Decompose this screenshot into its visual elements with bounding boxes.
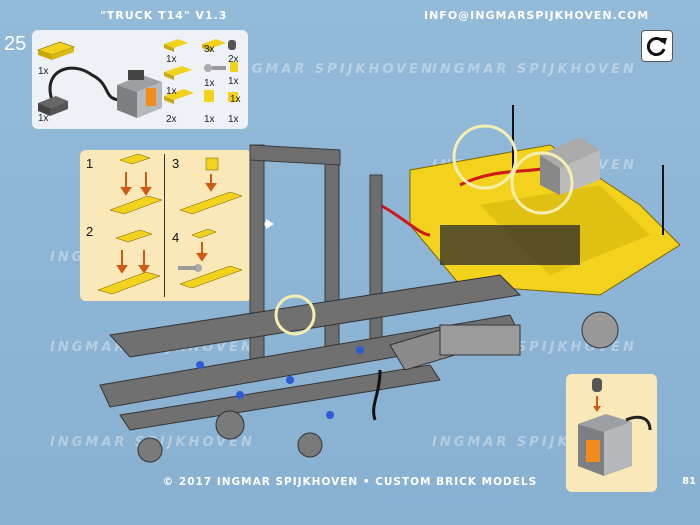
panel-divider: [164, 154, 165, 297]
substep-number: 3: [172, 156, 180, 171]
part-cable: [48, 66, 123, 102]
part-battery-box: [117, 70, 162, 118]
watermark: INGMAR SPIJKHOVEN: [230, 62, 435, 77]
part-motor: [38, 96, 68, 116]
detail-illustration: [578, 378, 652, 476]
part-qty: 1x: [204, 114, 215, 125]
part-qty: 2x: [166, 114, 177, 125]
substep-number: 2: [86, 224, 94, 239]
part-qty: 1x: [230, 94, 241, 105]
part-qty: 2x: [228, 54, 239, 65]
page-number: 81: [682, 476, 696, 487]
part-qty: 1x: [228, 114, 239, 125]
step-number: 25: [4, 33, 27, 55]
substep-number: 1: [86, 156, 94, 171]
substep-number: 4: [172, 230, 180, 245]
model-title: "TRUCK T14" V1.3: [100, 9, 228, 22]
subassembly-panel: 1 2 3 4: [80, 150, 252, 301]
part-qty: 1x: [166, 54, 177, 65]
footer-credit: © 2017 INGMAR SPIJKHOVEN • CUSTOM BRICK …: [162, 476, 538, 488]
part-yellow-plate: [37, 41, 75, 60]
part-qty: 3x: [204, 44, 215, 55]
part-qty: 1x: [38, 113, 49, 124]
parts-list: 1x 1x 1x 3x 2x 1x 1x 1x 1x 2x 1x 1x: [32, 30, 248, 129]
rotate-model-icon: [646, 37, 667, 56]
part-qty: 1x: [38, 66, 49, 77]
parts-illustration: [37, 39, 238, 118]
part-qty: 1x: [228, 76, 239, 87]
detail-callout: [566, 374, 657, 492]
truck-chassis-illustration: [99, 105, 680, 463]
watermark: INGMAR SPIJKHOVEN: [432, 62, 637, 77]
part-qty: 1x: [166, 86, 177, 97]
contact-email: INFO@INGMARSPIJKHOVEN.COM: [424, 9, 650, 22]
small-parts: [164, 39, 238, 104]
rotate-model-button: [641, 30, 673, 62]
subassembly-illustration: [97, 153, 243, 295]
part-qty: 1x: [204, 78, 215, 89]
